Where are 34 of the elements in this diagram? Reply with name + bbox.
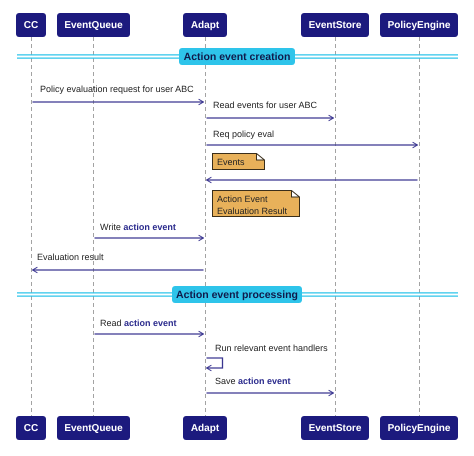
participant-box: PolicyEngine (380, 13, 458, 37)
edge-label: Evaluation result (37, 252, 104, 263)
lifeline (30, 37, 32, 416)
message-arrow (32, 266, 204, 274)
self-message-arrow (206, 357, 224, 372)
lifeline (334, 37, 336, 416)
participant-box: EventStore (301, 13, 369, 37)
message-arrow (206, 390, 334, 396)
section-banner: Action event creation (179, 48, 295, 65)
message-arrow (94, 330, 204, 338)
message-arrow (206, 114, 334, 122)
participant-box: CC (16, 13, 46, 37)
edge-label: Save action event (215, 376, 291, 387)
lifeline (418, 37, 420, 416)
participant-box: EventQueue (57, 13, 130, 37)
participant-box: CC (16, 416, 46, 440)
participant-box: EventStore (301, 416, 369, 440)
message-arrow (32, 98, 204, 106)
note: Events (212, 153, 265, 170)
section-banner: Action event processing (172, 286, 302, 303)
participant-box: EventQueue (57, 416, 130, 440)
edge-label: Policy evaluation request for user ABC (40, 84, 194, 95)
edge-label: Read events for user ABC (213, 100, 318, 111)
edge-label: Req policy eval (213, 129, 274, 140)
note: Action Event Evaluation Result (212, 190, 300, 217)
edge-label: Read action event (100, 318, 177, 329)
edge-label: Write action event (100, 222, 176, 233)
edge-label: Run relevant event handlers (215, 343, 328, 354)
message-arrow (206, 142, 418, 148)
participant-box: PolicyEngine (380, 416, 458, 440)
message-arrow (94, 234, 204, 242)
message-arrow (206, 176, 418, 184)
participant-box: Adapt (183, 13, 227, 37)
participant-box: Adapt (183, 416, 227, 440)
